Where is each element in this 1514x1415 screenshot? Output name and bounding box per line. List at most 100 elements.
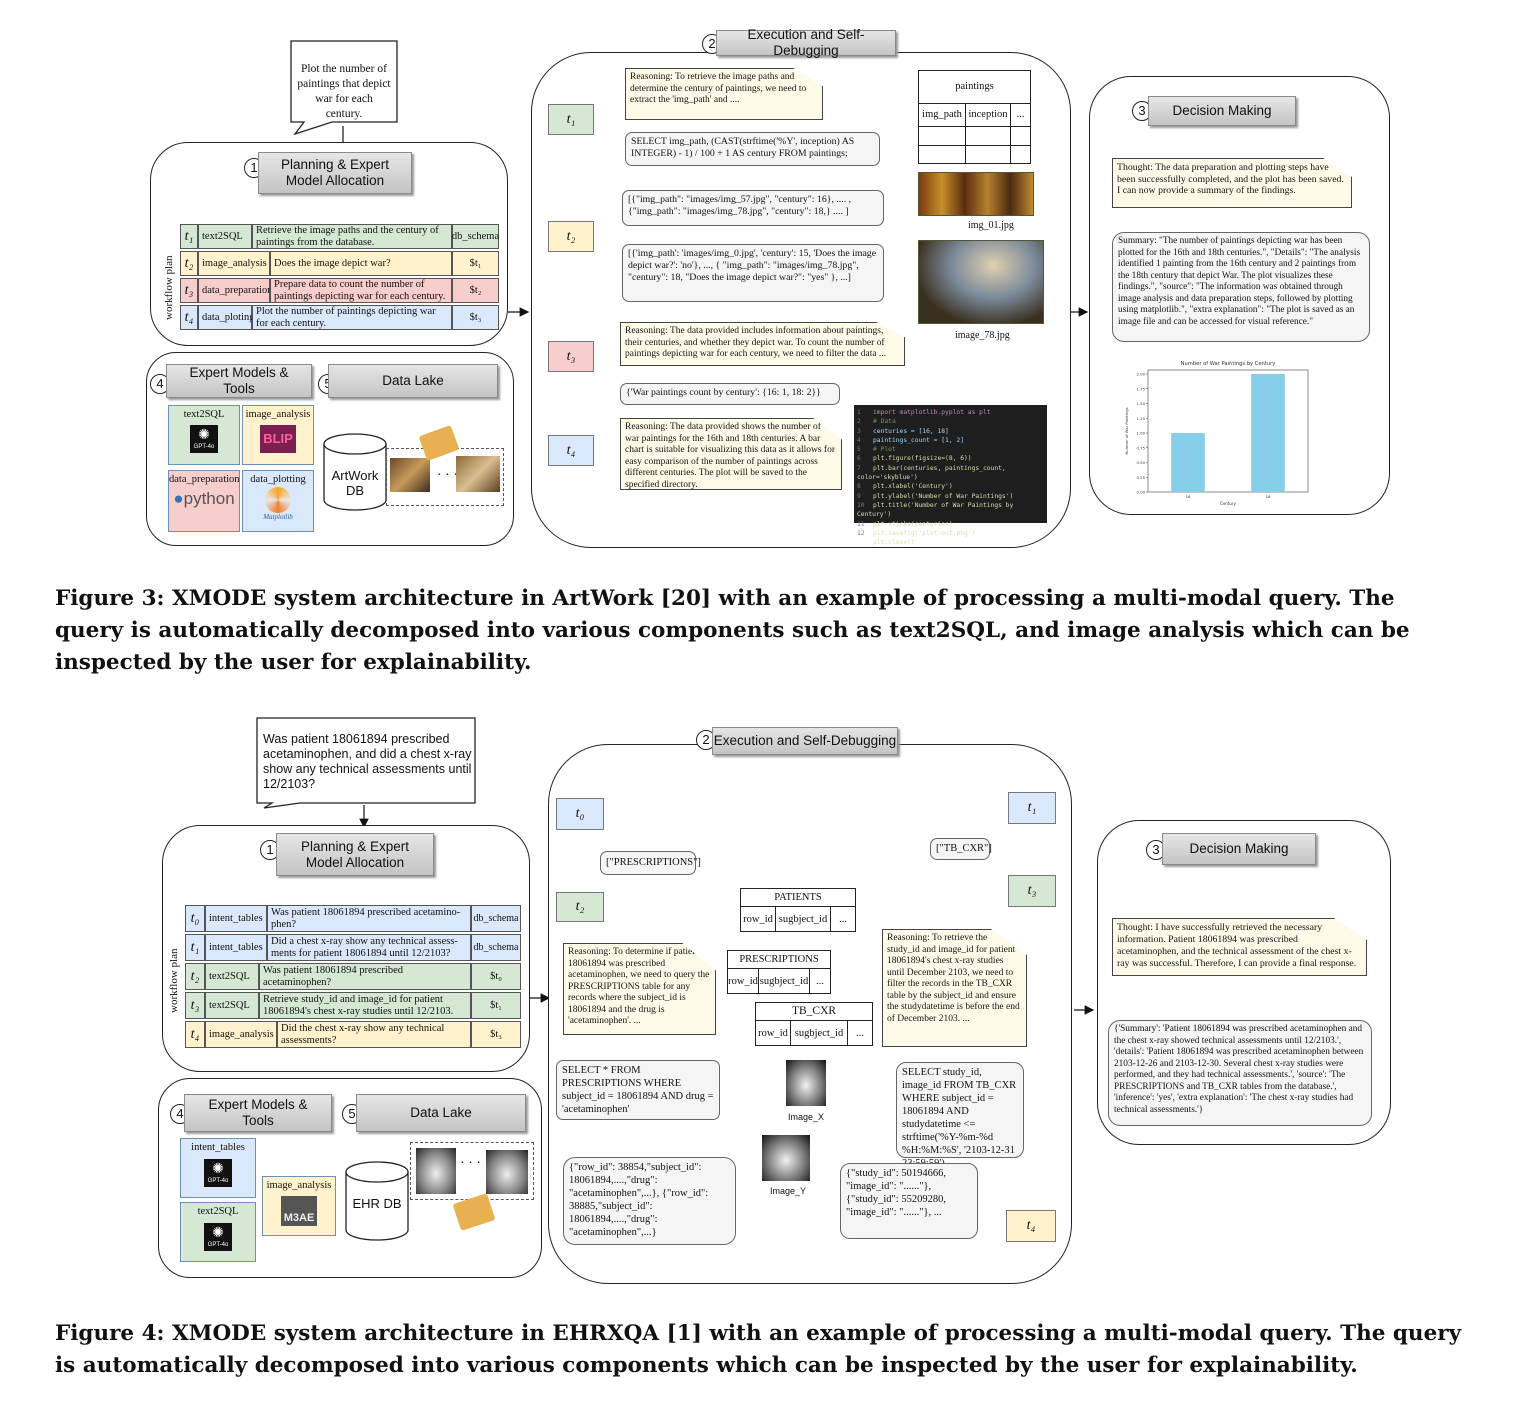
plan4-desc-3: Retrieve study_id and image_id for patie… — [259, 992, 471, 1019]
thought-4: Thought: I have successfully retrieved t… — [1112, 918, 1367, 976]
plan4-tool-0: intent_tables — [205, 905, 267, 932]
plan4-t-1: t₁ — [185, 934, 205, 961]
chart-ytick-label: 0.25 — [1137, 475, 1146, 480]
chart-ytick-label: 1.25 — [1137, 416, 1146, 421]
bar-chart: Number of War Paintings by Century0.000.… — [1124, 361, 1309, 506]
database-icon-3 — [323, 433, 387, 511]
table-col-3: ... — [816, 976, 824, 987]
plan-tool-3: data_preparation — [198, 278, 273, 303]
experts-header-3: Expert Models & Tools — [166, 364, 312, 398]
chart-ytick-label: 2.00 — [1137, 372, 1146, 377]
plan-t-3: t₃ — [180, 278, 198, 303]
blip-logo-icon: BLIP — [260, 425, 296, 453]
table-title: TB_CXR — [756, 1003, 872, 1021]
node-t1-3: t₁ — [548, 104, 594, 135]
result-t3-4: {"study_id": 50194666, "image_id": "....… — [840, 1163, 978, 1239]
sql-t1-3: SELECT img_path, (CAST(strftime('%Y', in… — [625, 132, 880, 166]
caption-fig3: Figure 3: XMODE system architecture in A… — [55, 586, 1410, 675]
xray-image-y — [762, 1135, 810, 1181]
step-number-3: 3 — [1132, 101, 1152, 121]
tool-name: intent_tables — [191, 1142, 245, 1153]
reasoning-t3-4: Reasoning: To retrieve the study_id and … — [882, 929, 1027, 1047]
ellipsis-icon: · · · — [437, 468, 458, 483]
ellipsis-icon: · · · — [460, 1156, 481, 1171]
m3ae-logo-icon: M3AE — [281, 1196, 317, 1226]
table-col-2: sugbject_id — [776, 907, 831, 932]
chart-xtick-label: 18 — [1266, 494, 1271, 499]
node-t0-4: t₀ — [556, 798, 604, 830]
plan-dep-2: $t₁ — [452, 251, 499, 276]
exec-header-4: Execution and Self-Debugging — [712, 727, 898, 755]
chart-xlabel: Century — [1220, 501, 1237, 506]
decision-header-4: Decision Making — [1162, 833, 1316, 865]
tool-image-analysis-4: image_analysis M3AE — [262, 1176, 336, 1236]
chart-ytick-label: 1.75 — [1137, 386, 1146, 391]
plan-tool-2: image_analysis — [198, 251, 270, 276]
chart-ytick-label: 0.75 — [1137, 445, 1146, 450]
plan4-desc-1: Did a chest x-ray show any technical ass… — [267, 934, 471, 961]
node-t2-4: t₂ — [556, 892, 604, 922]
table-col-1: img_path — [919, 104, 966, 126]
node-t1-4: t₁ — [1008, 792, 1056, 824]
tool-name: text2SQL — [183, 409, 225, 420]
chart-bar — [1251, 374, 1285, 492]
plan4-tool-2: text2SQL — [205, 963, 259, 990]
image-label-01: img_01.jpg — [968, 220, 1014, 231]
thought-3: Thought: The data preparation and plotti… — [1112, 158, 1352, 208]
plan4-tool-1: intent_tables — [205, 934, 267, 961]
caption-fig4: Figure 4: XMODE system architecture in E… — [55, 1321, 1462, 1378]
chart-ytick-label: 0.00 — [1137, 490, 1146, 495]
plan-tool-1: text2SQL — [198, 224, 252, 249]
table-col-2: sugbject_id — [791, 1021, 848, 1046]
plan4-dep-0: db_schema — [471, 905, 521, 932]
tool-data-preparation-3: data_preparation ●python — [168, 470, 240, 532]
plan4-t-2: t₂ — [185, 963, 205, 990]
sql-t3-4: SELECT study_id, image_id FROM TB_CXR WH… — [896, 1062, 1024, 1169]
plan-desc-2: Does the image depict war? — [270, 251, 452, 276]
image-label-78: image_78.jpg — [955, 330, 1010, 341]
plan4-desc-4: Did the chest x-ray show any technical a… — [277, 1021, 471, 1048]
plan4-desc-0: Was patient 18061894 prescribed acetamin… — [267, 905, 471, 932]
database-icon-4 — [345, 1161, 409, 1241]
python-logo-icon: ●python — [173, 489, 235, 508]
table-col-3: ... — [1016, 109, 1025, 120]
datalake-header-4: Data Lake — [356, 1094, 526, 1132]
chart-bar — [1171, 433, 1205, 492]
tool-name: image_analysis — [266, 1180, 332, 1191]
datalake-header-3: Data Lake — [328, 364, 498, 398]
plan4-dep-3: $t₁ — [471, 992, 521, 1019]
plan4-t-3: t₃ — [185, 992, 205, 1019]
result-t0-4: ["PRESCRIPTIONS"] — [600, 851, 701, 875]
code-line-5: 5# Plot — [857, 446, 896, 454]
xray-thumb-b — [486, 1150, 528, 1194]
image-label-y: Image_Y — [770, 1186, 807, 1196]
plan4-dep-2: $t₀ — [471, 963, 521, 990]
db-label-4: EHR DB — [352, 1196, 402, 1211]
reasoning-t4-3: Reasoning: The data provided shows the n… — [620, 418, 842, 490]
painting-thumb-a — [390, 458, 430, 492]
reasoning-t1-3: Reasoning: To retrieve the image paths a… — [625, 68, 823, 120]
plan4-t-0: t₀ — [185, 905, 205, 932]
tb-cxr-table: TB_CXR row_id sugbject_id ... — [755, 1002, 873, 1046]
chart-ytick-label: 0.50 — [1137, 460, 1146, 465]
result-t3-3: {'War paintings count by century': {16: … — [620, 383, 840, 405]
tool-name: data_plotting — [250, 474, 306, 485]
step-number-4: 4 — [150, 374, 170, 394]
plan4-dep-1: db_schema — [471, 934, 521, 961]
plan4-t-4: t₄ — [185, 1021, 205, 1048]
tool-text2sql-4: text2SQL ✺GPT-4o — [180, 1202, 256, 1262]
plan-desc-4: Plot the number of paintings depicting w… — [252, 305, 452, 330]
plan-t-2: t₂ — [180, 251, 198, 276]
tool-name: image_analysis — [245, 409, 311, 420]
node-t2-3: t₂ — [548, 221, 594, 252]
node-t4-3: t₄ — [548, 435, 594, 466]
experts-header-4: Expert Models & Tools — [184, 1094, 332, 1132]
table-title: paintings — [919, 71, 1030, 104]
